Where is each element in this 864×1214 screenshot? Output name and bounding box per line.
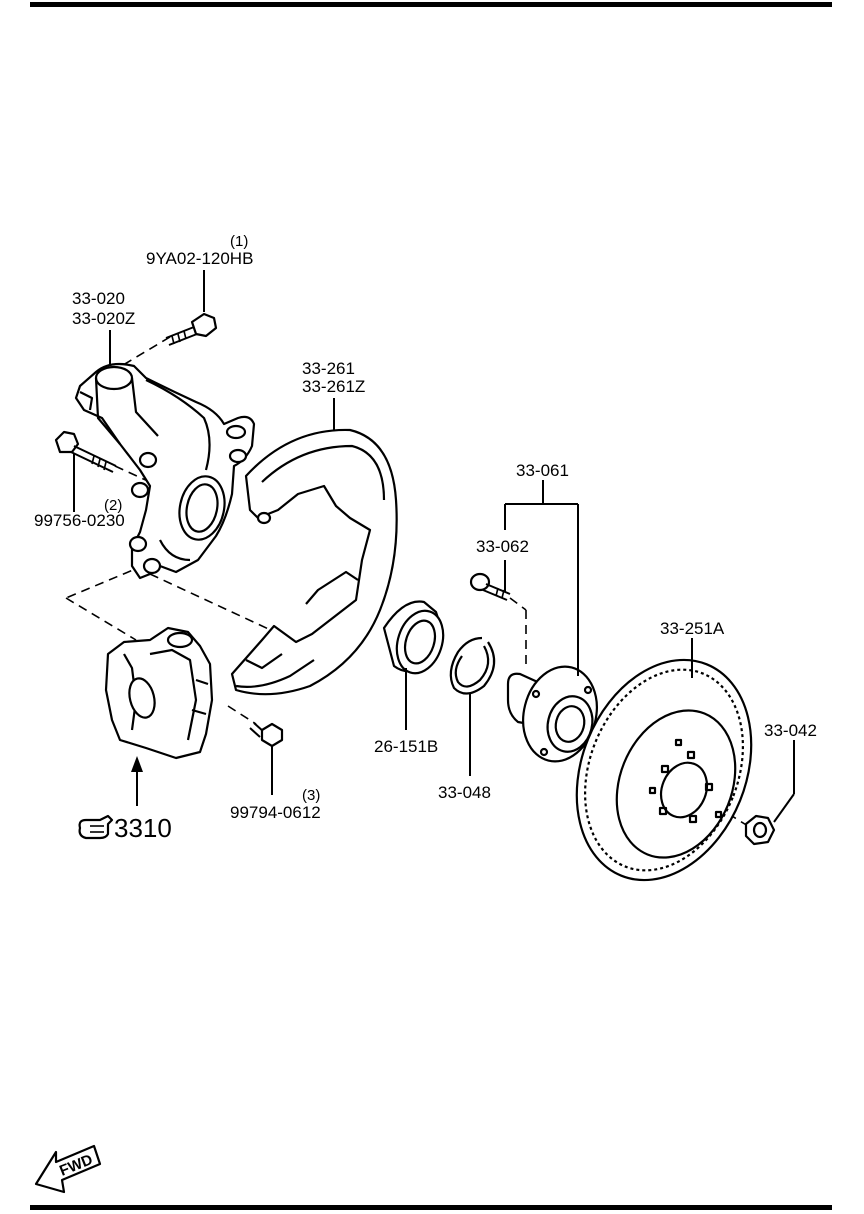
knuckle-upper-bolt: [165, 312, 218, 346]
label-bolt-top-qty: (1): [230, 233, 248, 250]
label-fwd: FWD: [57, 1151, 95, 1180]
leader-lines: [73, 270, 693, 678]
label-disc-plate: 33-251A: [660, 619, 725, 638]
label-knuckle-1: 33-020: [72, 289, 125, 308]
label-caliper-bolt-qty: (3): [302, 787, 320, 804]
dust-cover: [230, 428, 398, 696]
label-dust-cover-1: 33-261: [302, 359, 355, 378]
label-dust-cover-2: 33-261Z: [302, 377, 365, 396]
label-bolt-left: 99756-0230: [34, 511, 125, 530]
hub-nut: [744, 740, 795, 846]
fwd-arrow-icon: FWD: [34, 1144, 102, 1194]
label-knuckle-2: 33-020Z: [72, 309, 135, 328]
wheel-hub: [506, 665, 598, 763]
label-ref-page: 3310: [114, 813, 172, 843]
disc-plate: [575, 658, 753, 882]
caliper-reference-arrow: [131, 756, 143, 806]
knuckle-lower-bolt: [54, 430, 117, 473]
brake-caliper: [104, 626, 214, 760]
top-border: [30, 2, 832, 7]
label-snap-ring: 33-048: [438, 783, 491, 802]
label-caliper-bolt: 99794-0612: [230, 803, 321, 822]
label-bearing: 26-151B: [374, 737, 438, 756]
label-hub-nut: 33-042: [764, 721, 817, 740]
steering-knuckle: [74, 362, 256, 580]
label-hub-assembly: 33-061: [516, 461, 569, 480]
caliper-bolt: [249, 722, 284, 795]
pointing-hand-icon: [78, 814, 114, 840]
label-bolt-top: 9YA02-120HB: [146, 249, 253, 268]
label-hub-bolt: 33-062: [476, 537, 529, 556]
wheel-bearing: [382, 600, 445, 730]
snap-ring: [449, 636, 496, 776]
bottom-border: [30, 1205, 832, 1210]
hub-bolt: [469, 572, 511, 601]
label-bolt-left-qty: (2): [104, 497, 122, 514]
